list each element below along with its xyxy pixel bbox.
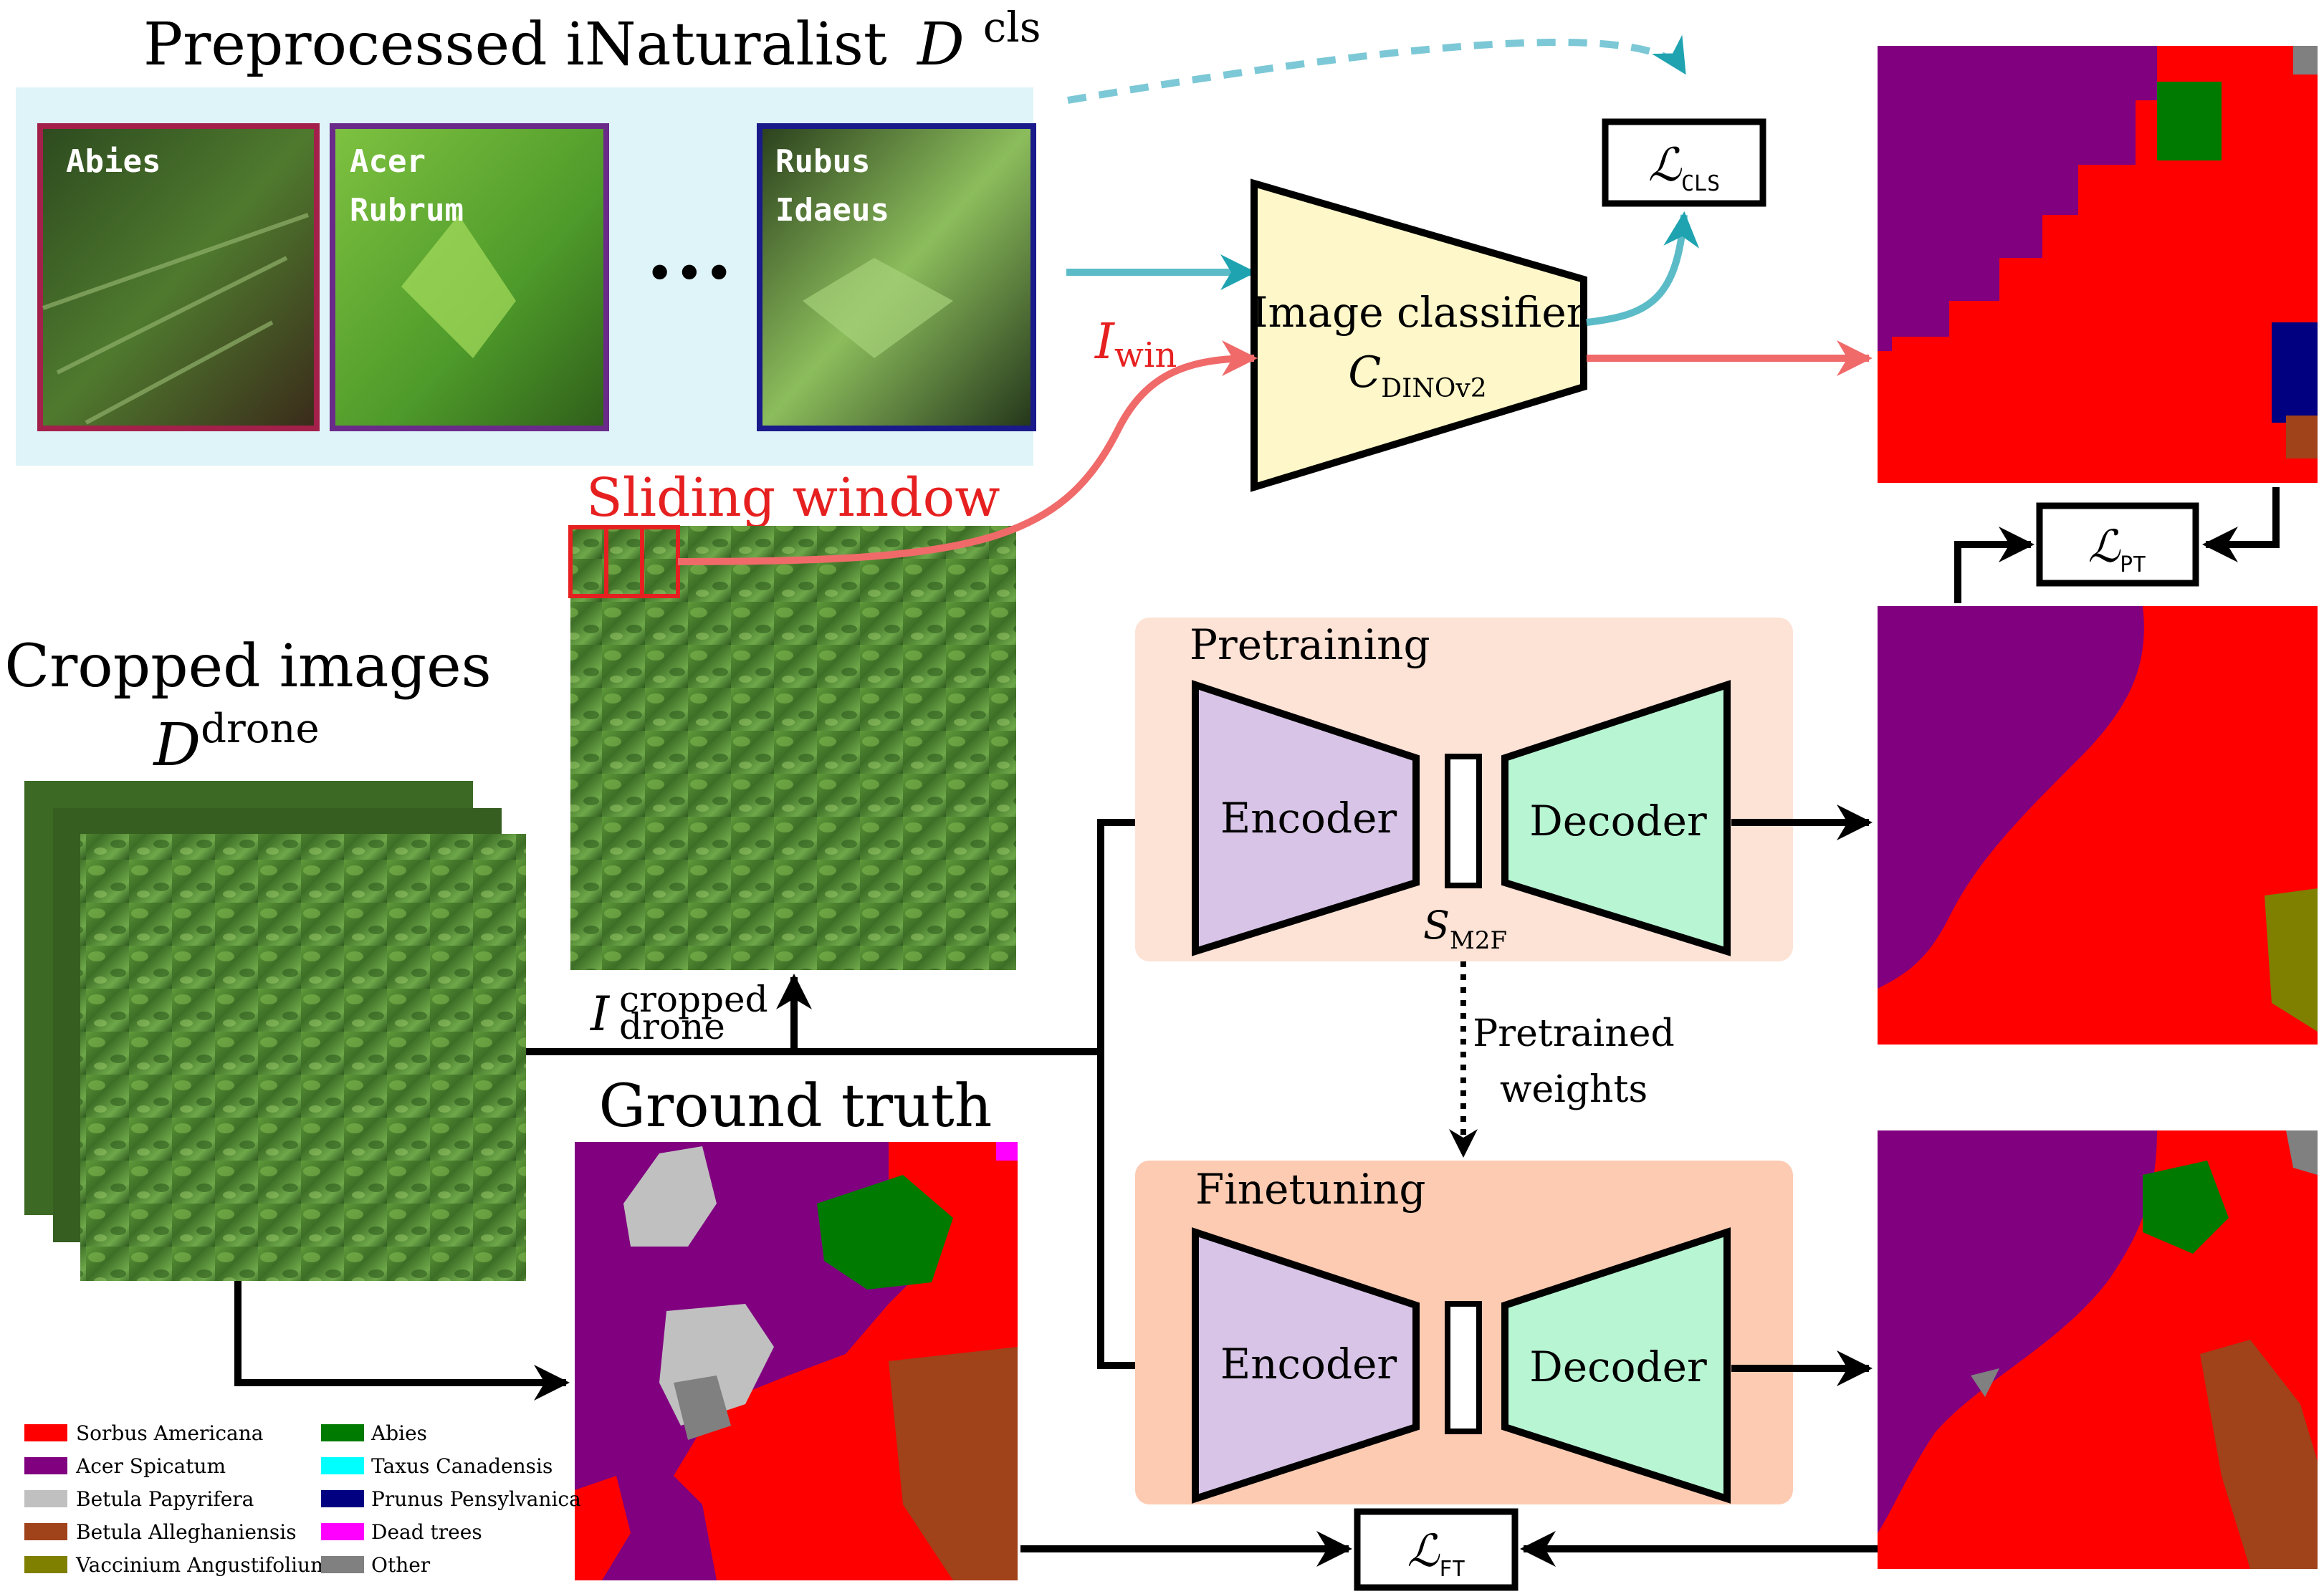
inat-sample-abies: Abies	[37, 123, 320, 431]
pretrained-weights-line2: weights	[1500, 1068, 1648, 1111]
loss-cls-label: ℒCLS	[1648, 139, 1720, 196]
legend-swatch	[24, 1457, 67, 1474]
pretrain-output-map	[1878, 606, 2318, 1045]
classifier-symbol: CDINOv2	[1348, 347, 1486, 403]
pt-arrow-from-pretrain-map	[1954, 527, 2034, 603]
cyan-dashed-arrow	[1067, 34, 1688, 104]
legend-label: Dead trees	[371, 1520, 482, 1544]
legend-label: Sorbus Americana	[76, 1421, 263, 1445]
drone-crop-image	[570, 526, 1016, 970]
legend-label: Vaccinium Angustifolium	[75, 1553, 330, 1577]
legend-swatch	[321, 1424, 364, 1441]
legend-item: Other	[321, 1553, 431, 1577]
pretrained-weights-line1: Pretrained	[1473, 1012, 1675, 1055]
legend-item: Vaccinium Angustifolium	[24, 1553, 330, 1577]
inat-sample-acer-rubrum: Acer Rubrum	[330, 123, 609, 431]
legend-swatch	[24, 1424, 67, 1441]
finetune-encoder-block	[1192, 1227, 1420, 1504]
classifier-label: Image classifier	[1252, 288, 1587, 337]
legend-item: Sorbus Americana	[24, 1421, 263, 1445]
arrow-to-ground-truth	[234, 1281, 570, 1401]
cropped-symbol: Ddrone	[152, 706, 319, 779]
loss-pt-box	[2036, 502, 2199, 587]
legend-label: Betula Alleghaniensis	[76, 1520, 297, 1544]
legend-label: Other	[371, 1553, 431, 1577]
pretrain-encoder-block	[1192, 680, 1420, 956]
pretraining-title: Pretraining	[1190, 620, 1430, 669]
inat-sample-label: Rubrum	[350, 192, 464, 229]
cls-feedback-arrow	[1586, 211, 1700, 326]
legend-label: Abies	[370, 1421, 427, 1445]
input-win-label: Iwin	[1094, 314, 1177, 375]
class-legend: Sorbus Americana Acer Spicatum Betula Pa…	[24, 1421, 581, 1577]
cropped-input-sup: cropped	[619, 979, 768, 1020]
ground-truth-mask	[575, 1142, 1018, 1580]
pseudo-label-map-top	[1878, 46, 2318, 483]
inat-sample-label: Abies	[66, 143, 161, 180]
cropped-input-sub: drone	[619, 1006, 725, 1047]
legend-item: Acer Spicatum	[24, 1454, 226, 1478]
legend-item: Prunus Pensylvanica	[321, 1487, 581, 1511]
legend-swatch	[321, 1523, 364, 1540]
loss-ft-label: ℒFT	[1407, 1525, 1465, 1582]
legend-swatch	[321, 1556, 364, 1573]
finetune-bottleneck	[1445, 1301, 1482, 1434]
legend-item: Betula Alleghaniensis	[24, 1520, 297, 1544]
legend-label: Betula Papyrifera	[76, 1487, 254, 1511]
inat-sample-label: Rubus	[775, 143, 870, 180]
finetune-decoder-block	[1501, 1227, 1731, 1504]
legend-swatch	[321, 1457, 364, 1474]
loss-pt-label: ℒPT	[2088, 520, 2146, 577]
inat-sample-label: Idaeus	[775, 192, 889, 229]
legend-label: Acer Spicatum	[75, 1454, 226, 1478]
legend-label: Taxus Canadensis	[371, 1454, 553, 1478]
finetune-encoder-label: Encoder	[1220, 1340, 1397, 1388]
pretrain-decoder-label: Decoder	[1529, 797, 1707, 845]
image-classifier-block	[1251, 178, 1587, 492]
cropped-title: Cropped images	[4, 633, 491, 701]
legend-swatch	[24, 1490, 67, 1507]
loss-ft-box	[1354, 1508, 1519, 1591]
sliding-window-label: Sliding window	[586, 467, 1000, 529]
pretrain-decoder-block	[1501, 680, 1731, 956]
finetuning-title: Finetuning	[1195, 1165, 1426, 1214]
legend-item: Betula Papyrifera	[24, 1487, 254, 1511]
ground-truth-title: Ground truth	[599, 1072, 993, 1141]
legend-item: Taxus Canadensis	[321, 1454, 553, 1478]
finetune-decoder-label: Decoder	[1529, 1343, 1707, 1391]
finetune-output-map	[1878, 1130, 2318, 1569]
inat-sample-rubus-idaeus: Rubus Idaeus	[757, 123, 1036, 431]
legend-swatch	[321, 1490, 364, 1507]
inat-title: Preprocessed iNaturalist D cls	[143, 3, 1041, 79]
sliding-window-arrow	[677, 340, 1258, 565]
pt-arrow-from-top-map	[2202, 487, 2280, 562]
inat-ellipsis: •••	[645, 244, 734, 303]
legend-item: Abies	[321, 1421, 427, 1445]
legend-item: Dead trees	[321, 1520, 482, 1544]
drone-image-front	[80, 834, 526, 1281]
legend-swatch	[24, 1556, 67, 1573]
legend-swatch	[24, 1523, 67, 1540]
legend-label: Prunus Pensylvanica	[371, 1487, 581, 1511]
pretrain-encoder-label: Encoder	[1220, 794, 1397, 842]
loss-cls-box	[1602, 118, 1766, 207]
pretrain-bottleneck	[1445, 754, 1482, 888]
inat-sample-label: Acer	[350, 143, 426, 180]
pretrain-bottleneck-label: SM2F	[1423, 903, 1507, 955]
cropped-input-label: I	[590, 986, 611, 1042]
